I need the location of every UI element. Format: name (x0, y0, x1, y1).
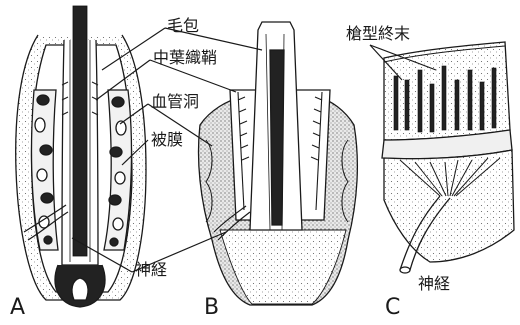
label-blood-sinus: 血管洞 (151, 94, 199, 110)
label-nerve-c: 神経 (418, 276, 450, 292)
panel-b-follicle-diagram (199, 22, 358, 305)
panel-c-lanceolate-diagram (382, 42, 514, 273)
panel-letter-a: A (10, 297, 25, 319)
panel-a-follicle-diagram (16, 6, 146, 307)
panel-letter-b: B (204, 297, 219, 319)
label-nerve: 神経 (135, 262, 167, 278)
panel-letter-c: C (385, 297, 400, 319)
label-capsule: 被膜 (151, 132, 183, 148)
label-mesenchymal-sheath: 中葉織鞘 (153, 50, 217, 66)
label-follicle: 毛包 (167, 18, 199, 34)
label-lanceolate-endings: 槍型終末 (346, 26, 410, 42)
